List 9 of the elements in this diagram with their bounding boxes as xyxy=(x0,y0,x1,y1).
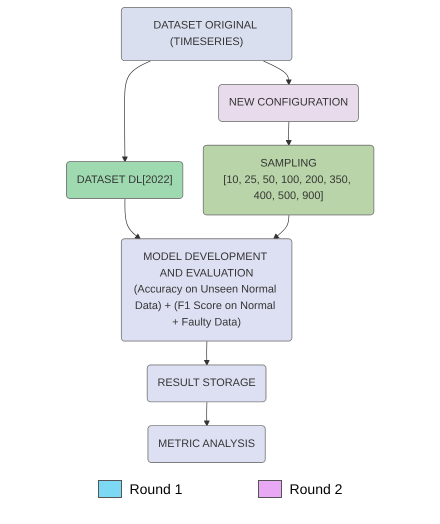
legend-label: Round 1 xyxy=(130,481,182,497)
arrow xyxy=(204,341,210,366)
arrow xyxy=(124,198,141,240)
arrow xyxy=(122,60,151,162)
arrow xyxy=(263,60,292,86)
arrow xyxy=(272,214,290,240)
arrow xyxy=(204,402,210,426)
legend-label: Round 2 xyxy=(290,481,342,497)
arrow xyxy=(286,121,292,146)
